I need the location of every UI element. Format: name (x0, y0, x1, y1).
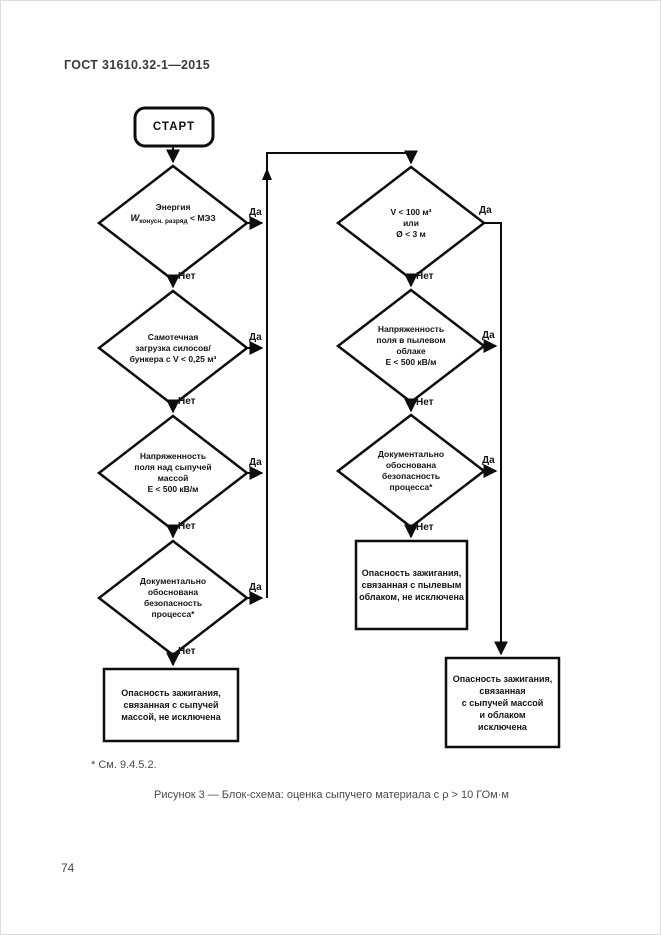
decision-line: обоснована (147, 587, 199, 597)
decision-line: Документально (377, 449, 445, 459)
decision-line: облаке (396, 346, 426, 356)
result-box-right: Опасность зажигания, связанная с сыпучей… (446, 658, 559, 747)
decision-line: Е < 500 кВ/м (385, 357, 437, 367)
no-label-r3: Нет (416, 522, 434, 533)
result-box-right-shape (444, 656, 561, 749)
decision-line: Напряженность (377, 324, 445, 334)
decision-line: массой (157, 473, 189, 483)
decision-field-bulk: Напряженность поля над сыпучей массой Е … (99, 451, 247, 495)
collector-up-arrowhead (262, 168, 272, 180)
decision-line: Документально (139, 576, 207, 586)
no-label-d1: Нет (178, 271, 196, 282)
connector-r1-yes-to-right-box (484, 222, 508, 656)
decision-line: загрузка силосов/ (135, 343, 211, 353)
decision-line: поля в пылевом (376, 335, 446, 345)
result-line: исключена (478, 721, 527, 732)
yes-label-r3: Да (482, 455, 495, 466)
result-line: массой, не исключена (121, 712, 221, 722)
decision-gravity-filling: Самотечная загрузка силосов/ бункера с V… (99, 332, 247, 365)
decision-line: Ø < 3 м (396, 229, 426, 239)
document-header: ГОСТ 31610.32-1—2015 (64, 58, 211, 72)
yes-label-d3: Да (249, 457, 262, 468)
w-comparison: < МЭЗ (187, 213, 216, 223)
result-box-middle-shape (354, 539, 469, 631)
decision-line: процесса* (389, 482, 433, 492)
yes-label-r1: Да (479, 205, 492, 216)
page-number: 74 (61, 861, 75, 875)
w-variable: W (130, 213, 140, 224)
no-label-d3: Нет (178, 521, 196, 532)
result-line: облаком, не исключена (359, 592, 464, 602)
no-label-d4: Нет (178, 646, 196, 657)
decision-line: Е < 500 кВ/м (147, 484, 199, 494)
decision-line: Энергия (155, 202, 191, 212)
decision-formula-line: Wконусн. разряд < МЭЗ (99, 213, 247, 227)
start-node-label: СТАРТ (152, 121, 196, 133)
decision-line: обоснована (385, 460, 437, 470)
no-label-d2: Нет (178, 396, 196, 407)
yes-label-d1: Да (249, 207, 262, 218)
decision-line: безопасность (381, 471, 441, 481)
start-node: СТАРТ (135, 108, 213, 146)
decision-line: или (403, 218, 419, 228)
decision-line: бункера с V < 0,25 м³ (129, 354, 217, 364)
decision-line: процесса* (151, 609, 195, 619)
yes-label-d4: Да (249, 582, 262, 593)
result-line: связанная с сыпучей (123, 700, 219, 710)
decision-line: безопасность (143, 598, 203, 608)
decision-line: V < 100 м³ (390, 207, 432, 217)
decision-field-cloud: Напряженность поля в пылевом облаке Е < … (338, 324, 484, 368)
decision-volume-diameter: V < 100 м³ или Ø < 3 м (338, 207, 484, 240)
connector-left-collector-to-r1 (266, 150, 418, 598)
decision-energy: Энергия Wконусн. разряд < МЭЗ (99, 202, 247, 227)
yes-label-r2: Да (482, 330, 495, 341)
no-label-r1: Нет (416, 271, 434, 282)
decision-line: Напряженность (139, 451, 207, 461)
result-box-left-shape (102, 667, 240, 743)
decision-line: поля над сыпучей (134, 462, 212, 472)
no-label-r2: Нет (416, 397, 434, 408)
footnote: * См. 9.4.5.2. (91, 759, 157, 771)
result-line: и облаком (479, 709, 526, 720)
decision-documented-safety-left: Документально обоснована безопасность пр… (99, 576, 247, 620)
result-line: связанная с пылевым (361, 580, 462, 590)
result-line: связанная (479, 685, 526, 696)
result-line: Опасность зажигания, (361, 568, 462, 578)
result-line: Опасность зажигания, (452, 673, 553, 684)
figure-caption: Рисунок 3 — Блок-схема: оценка сыпучего … (154, 789, 509, 801)
decision-line: Самотечная (147, 332, 199, 342)
result-box-middle: Опасность зажигания, связанная с пылевым… (356, 541, 467, 629)
yes-label-d2: Да (249, 332, 262, 343)
result-line: с сыпучей массой (461, 697, 544, 708)
w-subscript: конусн. разряд (139, 218, 188, 225)
result-box-left: Опасность зажигания, связанная с сыпучей… (104, 669, 238, 741)
result-line: Опасность зажигания, (121, 688, 221, 698)
decision-documented-safety-right: Документально обоснована безопасность пр… (338, 449, 484, 493)
